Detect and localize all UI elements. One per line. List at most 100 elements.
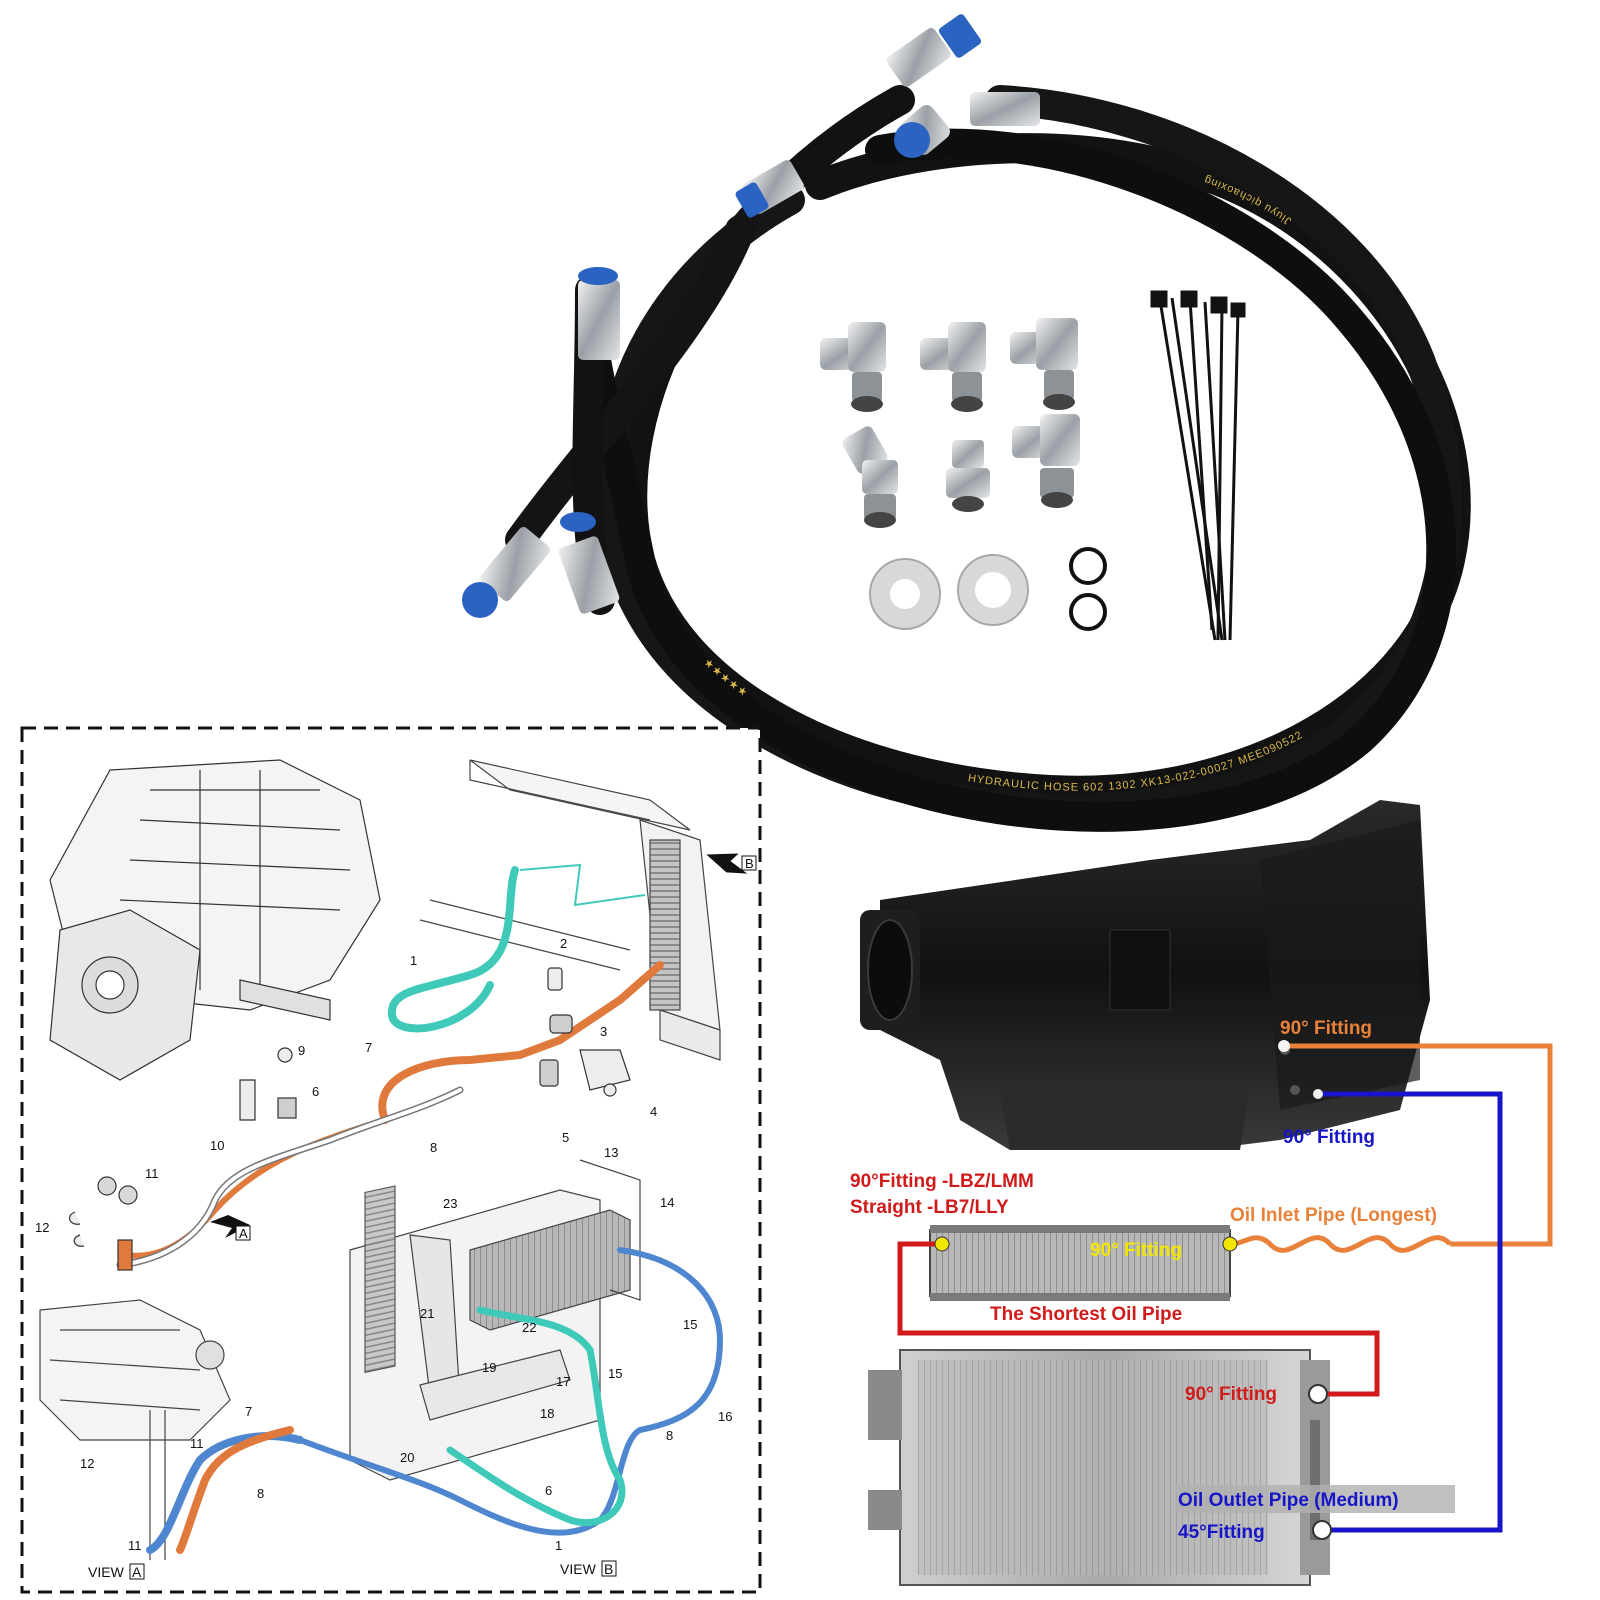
callout-13: 13 xyxy=(604,1145,618,1160)
callout-23: 23 xyxy=(443,1196,457,1211)
callout-11-lower-a: 11 xyxy=(190,1436,204,1451)
small-parts xyxy=(68,967,631,1271)
view-b-label: VIEW B xyxy=(560,1560,617,1577)
callout-20: 20 xyxy=(400,1450,414,1465)
callout-4: 4 xyxy=(650,1104,657,1119)
hose-end-fitting-left-upper xyxy=(735,160,804,218)
label-trans-bottom-fitting: 90° Fitting xyxy=(1283,1127,1375,1148)
callout-1-lower: 1 xyxy=(555,1538,562,1553)
cooler-left-fitting xyxy=(934,1236,950,1252)
callouts: 1 2 3 4 5 6 7 8 9 10 11 12 13 14 15 16 1… xyxy=(35,936,732,1553)
arrow-a-box xyxy=(235,1225,251,1241)
o-ring-2 xyxy=(1069,593,1107,631)
arrow-a xyxy=(210,1215,250,1238)
arrow-b-box xyxy=(741,855,757,871)
callout-7: 7 xyxy=(365,1040,372,1055)
cooler-right-fitting xyxy=(1222,1236,1238,1252)
transmission xyxy=(860,800,1430,1150)
hose-end-fitting-left-mid xyxy=(578,267,620,360)
orange-hose-main xyxy=(378,961,664,1124)
callout-8-lower: 8 xyxy=(257,1486,264,1501)
callout-12: 12 xyxy=(35,1220,49,1235)
hose-tail-1 xyxy=(505,215,755,555)
view-a-label: VIEW A xyxy=(88,1563,145,1580)
teal-hose-upper xyxy=(387,866,519,1033)
oil-cooler xyxy=(929,1225,1231,1301)
straight-adapter xyxy=(946,440,990,512)
callout-15: 15 xyxy=(683,1317,697,1332)
label-radiator-bottom-fitting: 45°Fitting xyxy=(1178,1522,1265,1543)
callout-6-lower: 6 xyxy=(545,1483,552,1498)
teal-hose-lower xyxy=(446,1306,626,1527)
radiator-sketch-lower xyxy=(349,1159,641,1481)
callout-7-lower: 7 xyxy=(245,1404,252,1419)
label-radiator-fitting: 90° Fitting xyxy=(1185,1384,1277,1405)
callout-11-lower-b: 11 xyxy=(128,1538,142,1553)
callout-3: 3 xyxy=(600,1024,607,1039)
radiator xyxy=(868,1349,1330,1586)
callout-8-right: 8 xyxy=(666,1428,673,1443)
hose-loop-3 xyxy=(575,128,1457,832)
o-ring-1 xyxy=(1069,547,1107,585)
routing-diagram: A B 1 2 3 4 xyxy=(20,726,762,1594)
callout-17: 17 xyxy=(556,1374,570,1389)
label-oil-inlet: Oil Inlet Pipe (Longest) xyxy=(1230,1205,1437,1226)
elbow-adapter-2 xyxy=(920,322,986,412)
teal-line-upper xyxy=(519,863,646,907)
zip-ties xyxy=(1150,290,1246,641)
callout-9: 9 xyxy=(298,1043,305,1058)
hose-end-fitting-top xyxy=(886,14,982,87)
callout-12-lower: 12 xyxy=(80,1456,94,1471)
label-cooler-note-1: 90°Fitting -LBZ/LMM xyxy=(850,1171,1034,1192)
elbow-adapter-3 xyxy=(1010,318,1078,410)
callout-18: 18 xyxy=(540,1406,554,1421)
svg-text:VIEW: VIEW xyxy=(560,1561,597,1577)
callout-10: 10 xyxy=(210,1138,224,1153)
svg-text:A: A xyxy=(132,1564,142,1580)
orange-inlet-wave xyxy=(1231,1235,1452,1253)
radiator-top-fitting xyxy=(1308,1384,1328,1404)
adapter-fittings xyxy=(820,318,1080,528)
washers xyxy=(869,547,1107,631)
radiator-bottom-fitting xyxy=(1312,1520,1332,1540)
label-cooler-right-fitting: 90° Fitting xyxy=(1090,1240,1182,1261)
blue-outlet-line xyxy=(1316,1091,1503,1533)
transmission-sketch-lower xyxy=(39,1299,231,1560)
elbow-adapter-1 xyxy=(820,322,886,412)
callout-22: 22 xyxy=(522,1320,536,1335)
angled-adapter-45 xyxy=(842,426,898,528)
hose-end-fitting-bottom-a xyxy=(462,527,551,618)
orange-line-viewa xyxy=(176,1426,294,1554)
trans-top-fitting xyxy=(1278,1040,1290,1052)
callout-15-lower: 15 xyxy=(608,1366,622,1381)
engine-sketch xyxy=(49,759,381,1081)
label-trans-top-fitting: 90° Fitting xyxy=(1280,1018,1372,1039)
callout-6: 6 xyxy=(312,1084,319,1099)
hose-end-fitting-bottom-b xyxy=(558,512,620,614)
callout-14: 14 xyxy=(660,1195,674,1210)
flow-schematic: 90° Fitting 90° Fitting 90°Fitting -LBZ/… xyxy=(850,800,1553,1586)
callout-2: 2 xyxy=(560,936,567,951)
callout-8: 8 xyxy=(430,1140,437,1155)
arrow-a-label: A xyxy=(239,1226,248,1241)
callout-16: 16 xyxy=(718,1409,732,1424)
oil-outlet-label-bg xyxy=(1175,1485,1455,1513)
callout-1: 1 xyxy=(410,953,417,968)
arrow-b-label: B xyxy=(745,856,754,871)
label-shortest-pipe: The Shortest Oil Pipe xyxy=(990,1304,1182,1325)
label-cooler-note-2: Straight -LB7/LLY xyxy=(850,1197,1009,1218)
callout-19: 19 xyxy=(482,1360,496,1375)
elbow-adapter-4 xyxy=(1012,414,1080,508)
callout-5: 5 xyxy=(562,1130,569,1145)
callout-21: 21 xyxy=(420,1306,434,1321)
trans-bottom-fitting xyxy=(1313,1089,1323,1099)
arrow-b xyxy=(706,853,748,874)
hose-end-fitting-elbow xyxy=(894,92,1040,158)
label-oil-outlet: Oil Outlet Pipe (Medium) xyxy=(1178,1490,1399,1511)
red-shortest-line xyxy=(897,1241,1380,1397)
hose-kit-photo: HYDRAULIC HOSE 602 1302 XK13-022-00027 M… xyxy=(462,14,1471,832)
svg-text:B: B xyxy=(604,1561,613,1577)
callout-11: 11 xyxy=(145,1166,159,1181)
radiator-frame-upper xyxy=(419,759,721,1061)
